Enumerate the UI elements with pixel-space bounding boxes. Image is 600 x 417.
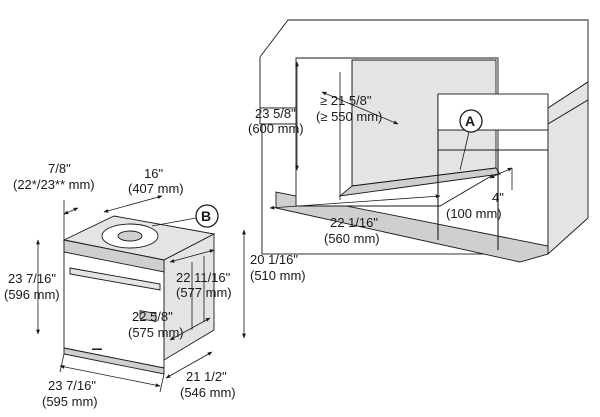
top-depth-in: 16" <box>144 166 163 181</box>
inner-width-in: 22 11/16" <box>176 270 231 285</box>
cabinet-width-in: 22 1/16" <box>330 215 378 230</box>
total-depth-in: 21 1/2" <box>186 369 227 384</box>
oven-logo: ▬▬ <box>92 346 102 352</box>
oven-handle <box>69 267 161 291</box>
callout-b-label: B <box>201 208 211 224</box>
front-width-in: 23 7/16" <box>48 378 96 393</box>
drawer-panel <box>437 93 549 131</box>
callout-a-label: A <box>465 113 475 129</box>
trim-in: 7/8" <box>48 161 71 176</box>
front-height-in: 23 7/16" <box>8 271 56 286</box>
inner-width-mm: (577 mm) <box>176 285 232 300</box>
oven-control-panel <box>63 239 165 273</box>
cabinet-side <box>547 99 589 256</box>
cabinet-dimensions: 23 5/8" (600 mm) ≥ 21 5/8" (≥ 550 mm) 22… <box>248 61 513 246</box>
cabinet-height-in: 23 5/8" <box>255 106 296 121</box>
body-height-in: 20 1/16" <box>250 252 298 267</box>
callout-a: A <box>459 109 483 171</box>
front-width-mm: (595 mm) <box>42 394 98 409</box>
cabinet-drawing <box>259 19 589 263</box>
trim-mm: (22*/23** mm) <box>13 177 95 192</box>
cabinet-height-mm: (600 mm) <box>248 121 304 136</box>
total-depth-mm: (546 mm) <box>180 385 236 400</box>
vent-depth-in: 4" <box>492 190 504 205</box>
cabinet-depth-min-mm: (≥ 550 mm) <box>316 109 382 124</box>
cabinet-depth-min-in: ≥ 21 5/8" <box>320 93 372 108</box>
cabinet-width-mm: (560 mm) <box>324 231 380 246</box>
body-height-mm: (510 mm) <box>250 268 306 283</box>
top-depth-mm: (407 mm) <box>128 181 184 196</box>
oven-dimensions: 7/8" (22*/23** mm) 16" (407 mm) 23 7/16"… <box>4 161 306 409</box>
callout-b: B <box>151 204 219 228</box>
body-depth-mm: (575 mm) <box>128 325 184 340</box>
front-height-mm: (596 mm) <box>4 287 60 302</box>
vent-depth-mm: (100 mm) <box>446 206 502 221</box>
body-depth-in: 22 5/8" <box>132 309 173 324</box>
